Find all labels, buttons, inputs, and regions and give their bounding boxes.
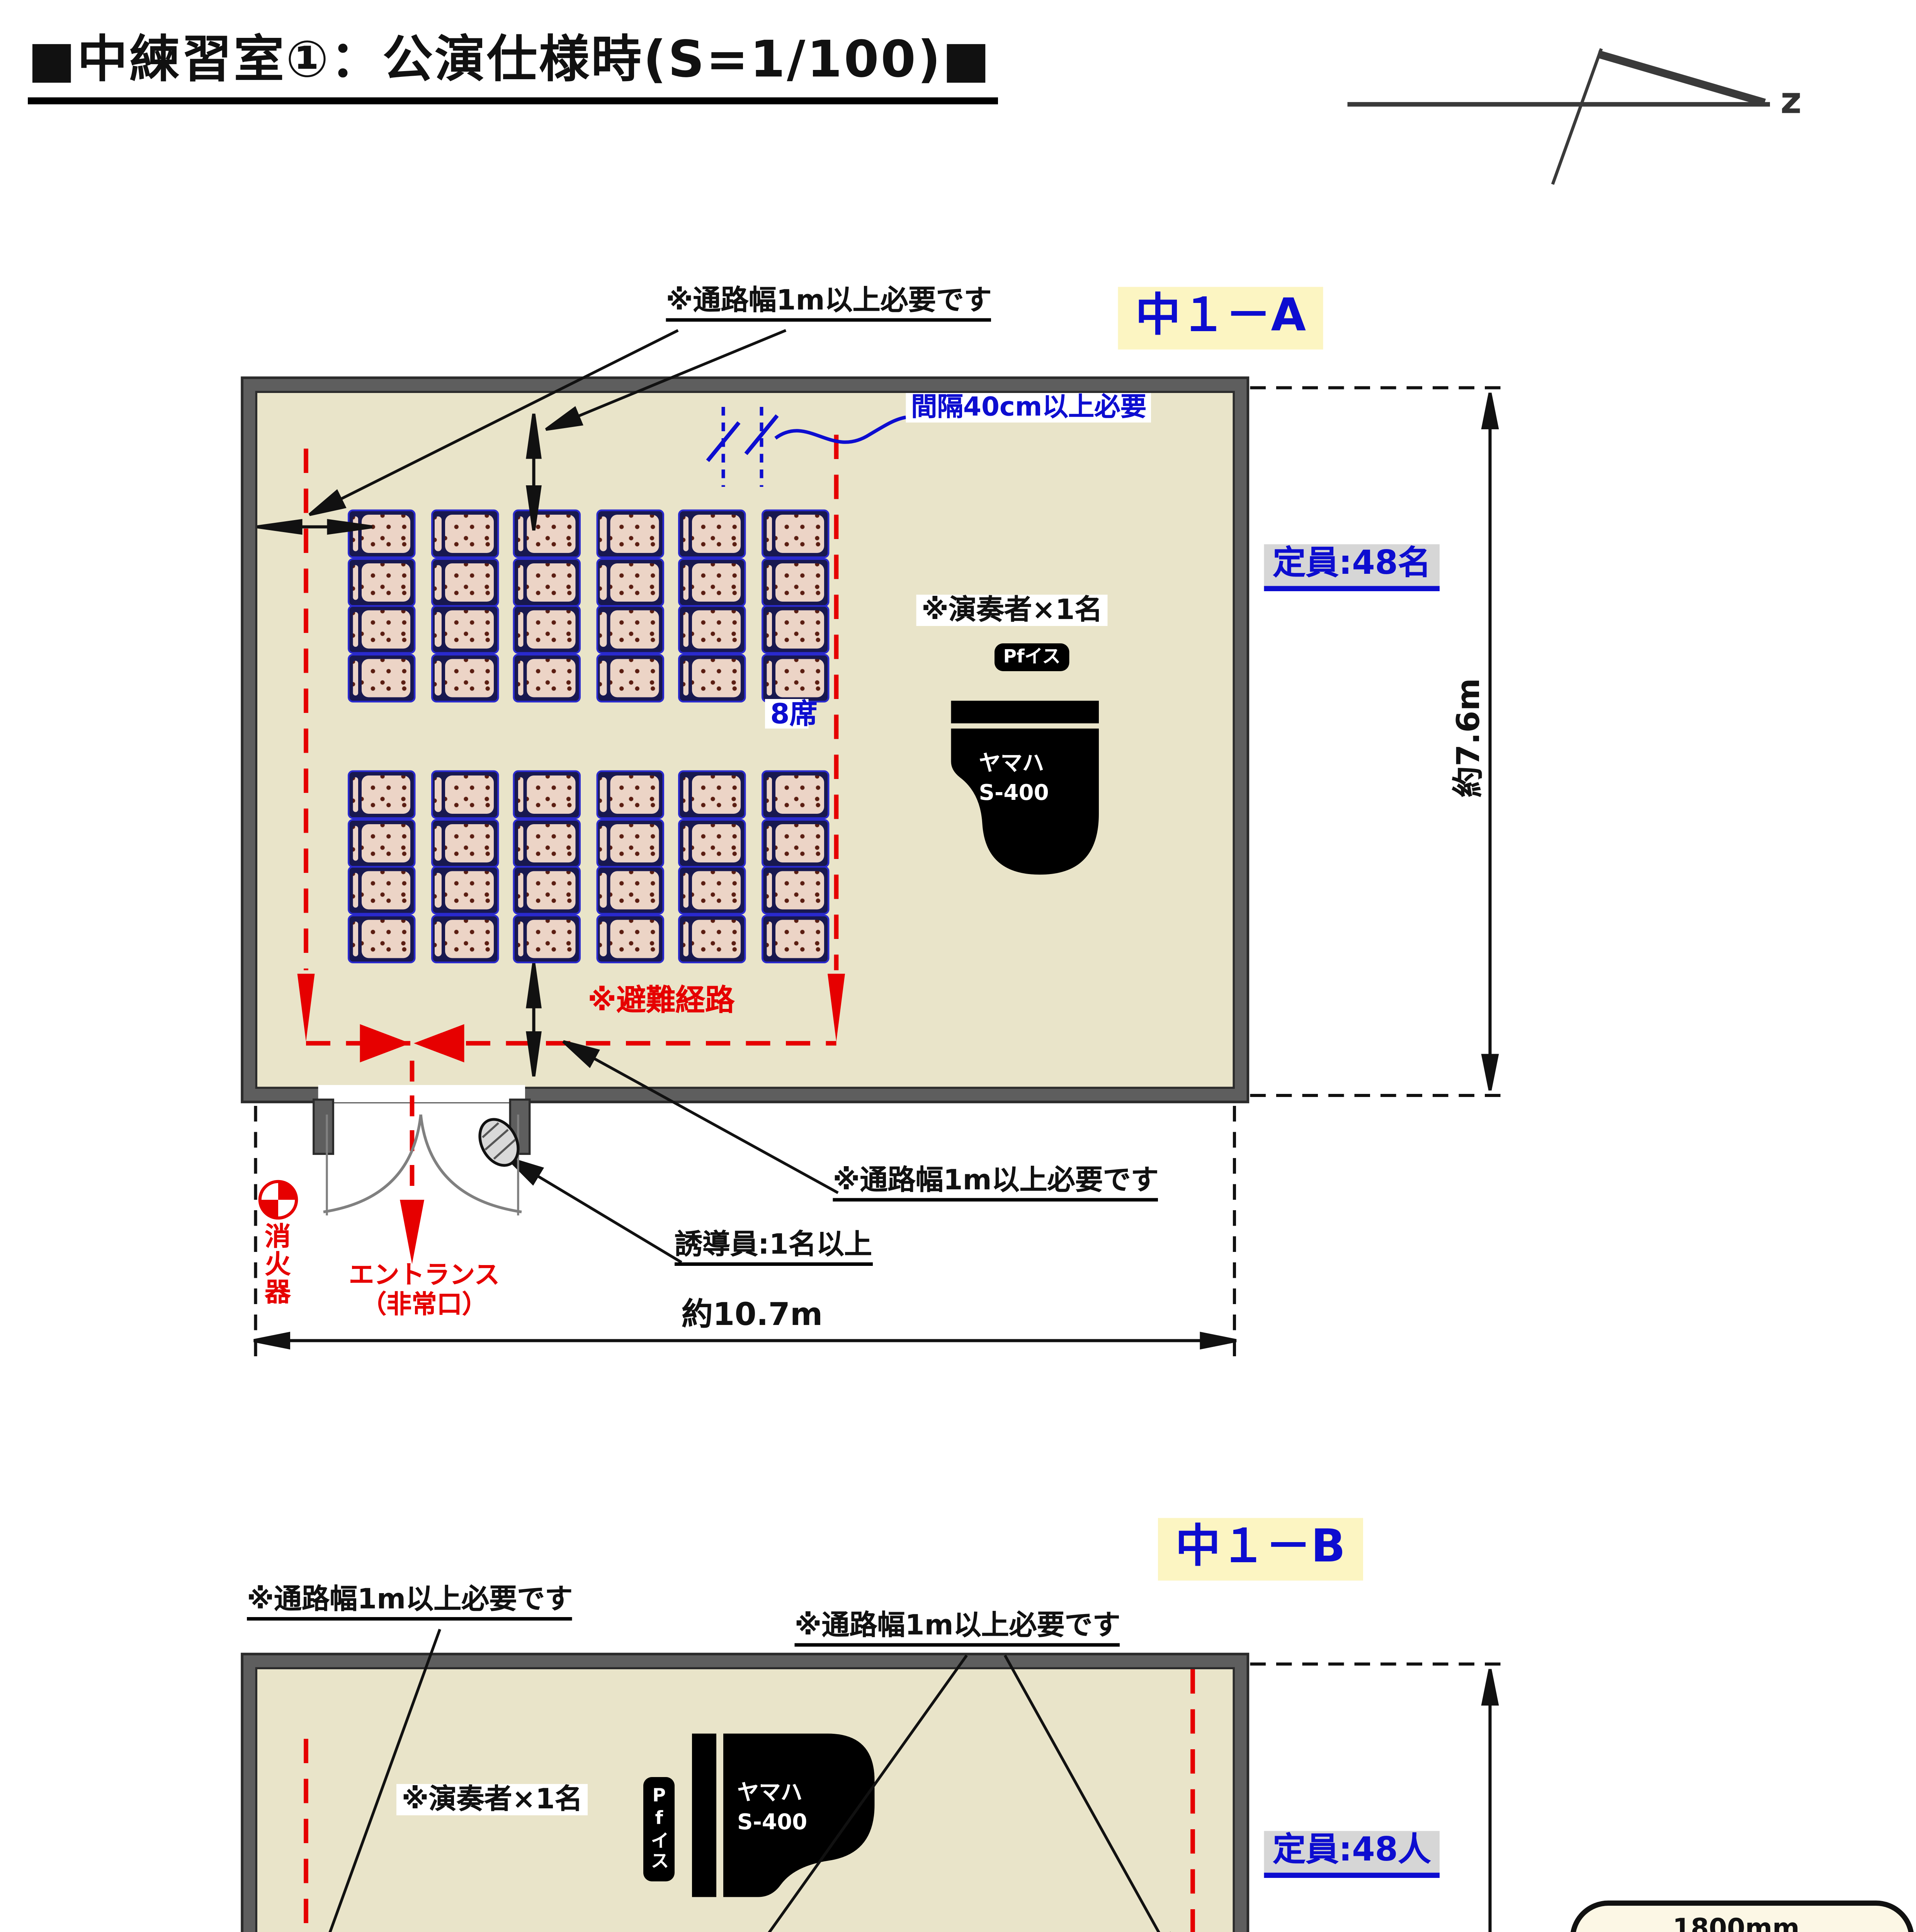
chair	[678, 866, 747, 915]
chair	[596, 818, 664, 867]
plan-a-extinguisher-label: 消火器	[261, 1222, 293, 1306]
plan-a-piano-stool: Pfイス	[995, 643, 1069, 672]
chair	[430, 915, 498, 964]
plan-a-door-swing	[323, 1114, 522, 1216]
plan-a-evac-route	[304, 435, 839, 1196]
chair	[348, 605, 416, 655]
chair	[596, 770, 664, 819]
chair	[348, 654, 416, 703]
plan-a-guide-person-icon	[478, 1118, 520, 1167]
chair	[348, 818, 416, 867]
plan-a-aisle-arrows	[257, 413, 542, 1077]
chair	[430, 558, 498, 607]
plan-a-width-dim: 約10.7m	[682, 1297, 823, 1334]
plan-a-evac-arrows	[297, 974, 845, 1264]
plan-a-door-opening	[318, 1085, 525, 1102]
chair	[678, 605, 747, 655]
furniture-detail-box	[1570, 1900, 1914, 1932]
chair	[513, 818, 581, 867]
plan-a-height-dim: 約7.6m	[1451, 678, 1488, 798]
chair	[348, 558, 416, 607]
chair	[513, 654, 581, 703]
chair	[678, 770, 747, 819]
plan-b-dimensions	[1250, 1662, 1511, 1932]
chair	[596, 509, 664, 558]
chair	[678, 654, 747, 703]
chair	[513, 915, 581, 964]
chair	[678, 915, 747, 964]
chair	[596, 915, 664, 964]
chair	[762, 605, 830, 655]
plan-a-extinguisher-icon	[258, 1180, 298, 1220]
plan-a-evac-label: ※避難経路	[588, 984, 735, 1019]
plan-a-gap-note: 間隔40cm以上必要	[906, 392, 1152, 423]
chair	[513, 558, 581, 607]
plan-a-name: 中１－A	[1118, 287, 1324, 350]
plan-b-performer-note: ※演奏者×1名	[396, 1782, 588, 1816]
plan-a-piano-maker: ヤマハ	[979, 749, 1044, 776]
chair	[762, 558, 830, 607]
north-label: z	[1780, 80, 1802, 122]
chair	[678, 509, 747, 558]
chair	[348, 866, 416, 915]
chair	[762, 770, 830, 819]
chair	[596, 605, 664, 655]
chair	[348, 915, 416, 964]
plan-a-dimensions	[253, 386, 1511, 1356]
plan-b-evac-route	[304, 1669, 1195, 1932]
chair	[513, 866, 581, 915]
plan-b-name: 中１－B	[1158, 1518, 1363, 1581]
plan-a-performer-note: ※演奏者×1名	[916, 593, 1108, 627]
plan-b-capacity-badge: 定員:48人	[1264, 1831, 1440, 1878]
chair	[430, 654, 498, 703]
chair	[596, 558, 664, 607]
plan-b-piano-stool: Pfイス	[643, 1777, 675, 1881]
chair	[513, 605, 581, 655]
chair	[678, 558, 747, 607]
plan-a-aisle-note-bottom: ※通路幅1m以上必要です	[833, 1163, 1159, 1202]
plan-a-entrance-label: エントランス （非常口）	[349, 1262, 500, 1320]
page-title: ■中練習室①：公演仕様時(S=1/100)■	[28, 30, 999, 105]
plan-b-piano-model: S-400	[737, 1808, 808, 1835]
plan-a-leader-lines	[308, 329, 839, 1264]
plan-a-capacity-badge: 定員:48名	[1264, 544, 1440, 591]
plan-b-leader-lines	[328, 1629, 1171, 1932]
chair	[596, 866, 664, 915]
chair	[762, 654, 830, 703]
chair	[430, 866, 498, 915]
chair	[513, 770, 581, 819]
chair	[762, 509, 830, 558]
plan-a-piano-model: S-400	[979, 779, 1049, 805]
chair	[513, 509, 581, 558]
chair	[762, 915, 830, 964]
plan-a-guide-note: 誘導員:1名以上	[675, 1228, 872, 1267]
plan-a-aisle-note-top: ※通路幅1m以上必要です	[666, 284, 992, 323]
plan-a-gap-mark	[706, 407, 906, 487]
plan-b-aisle-note-center: ※通路幅1m以上必要です	[794, 1609, 1120, 1648]
chair	[762, 818, 830, 867]
plan-b-piano-icon	[692, 1733, 875, 1897]
chair	[596, 654, 664, 703]
chair	[678, 818, 747, 867]
plan-a-piano-icon	[951, 701, 1099, 875]
chair	[430, 770, 498, 819]
plan-a-seats-count: 8席	[765, 699, 818, 729]
plan-b-piano-maker: ヤマハ	[737, 1779, 802, 1805]
plan-b-aisle-note-left: ※通路幅1m以上必要です	[247, 1583, 573, 1621]
detail-table-width: 1800mm	[1673, 1913, 1800, 1932]
chair	[762, 866, 830, 915]
chair	[348, 509, 416, 558]
chair	[348, 770, 416, 819]
chair	[430, 509, 498, 558]
chair	[430, 818, 498, 867]
plan-a-door-jamb-left	[315, 1100, 332, 1153]
north-indicator-icon	[1347, 48, 1770, 185]
chair	[430, 605, 498, 655]
